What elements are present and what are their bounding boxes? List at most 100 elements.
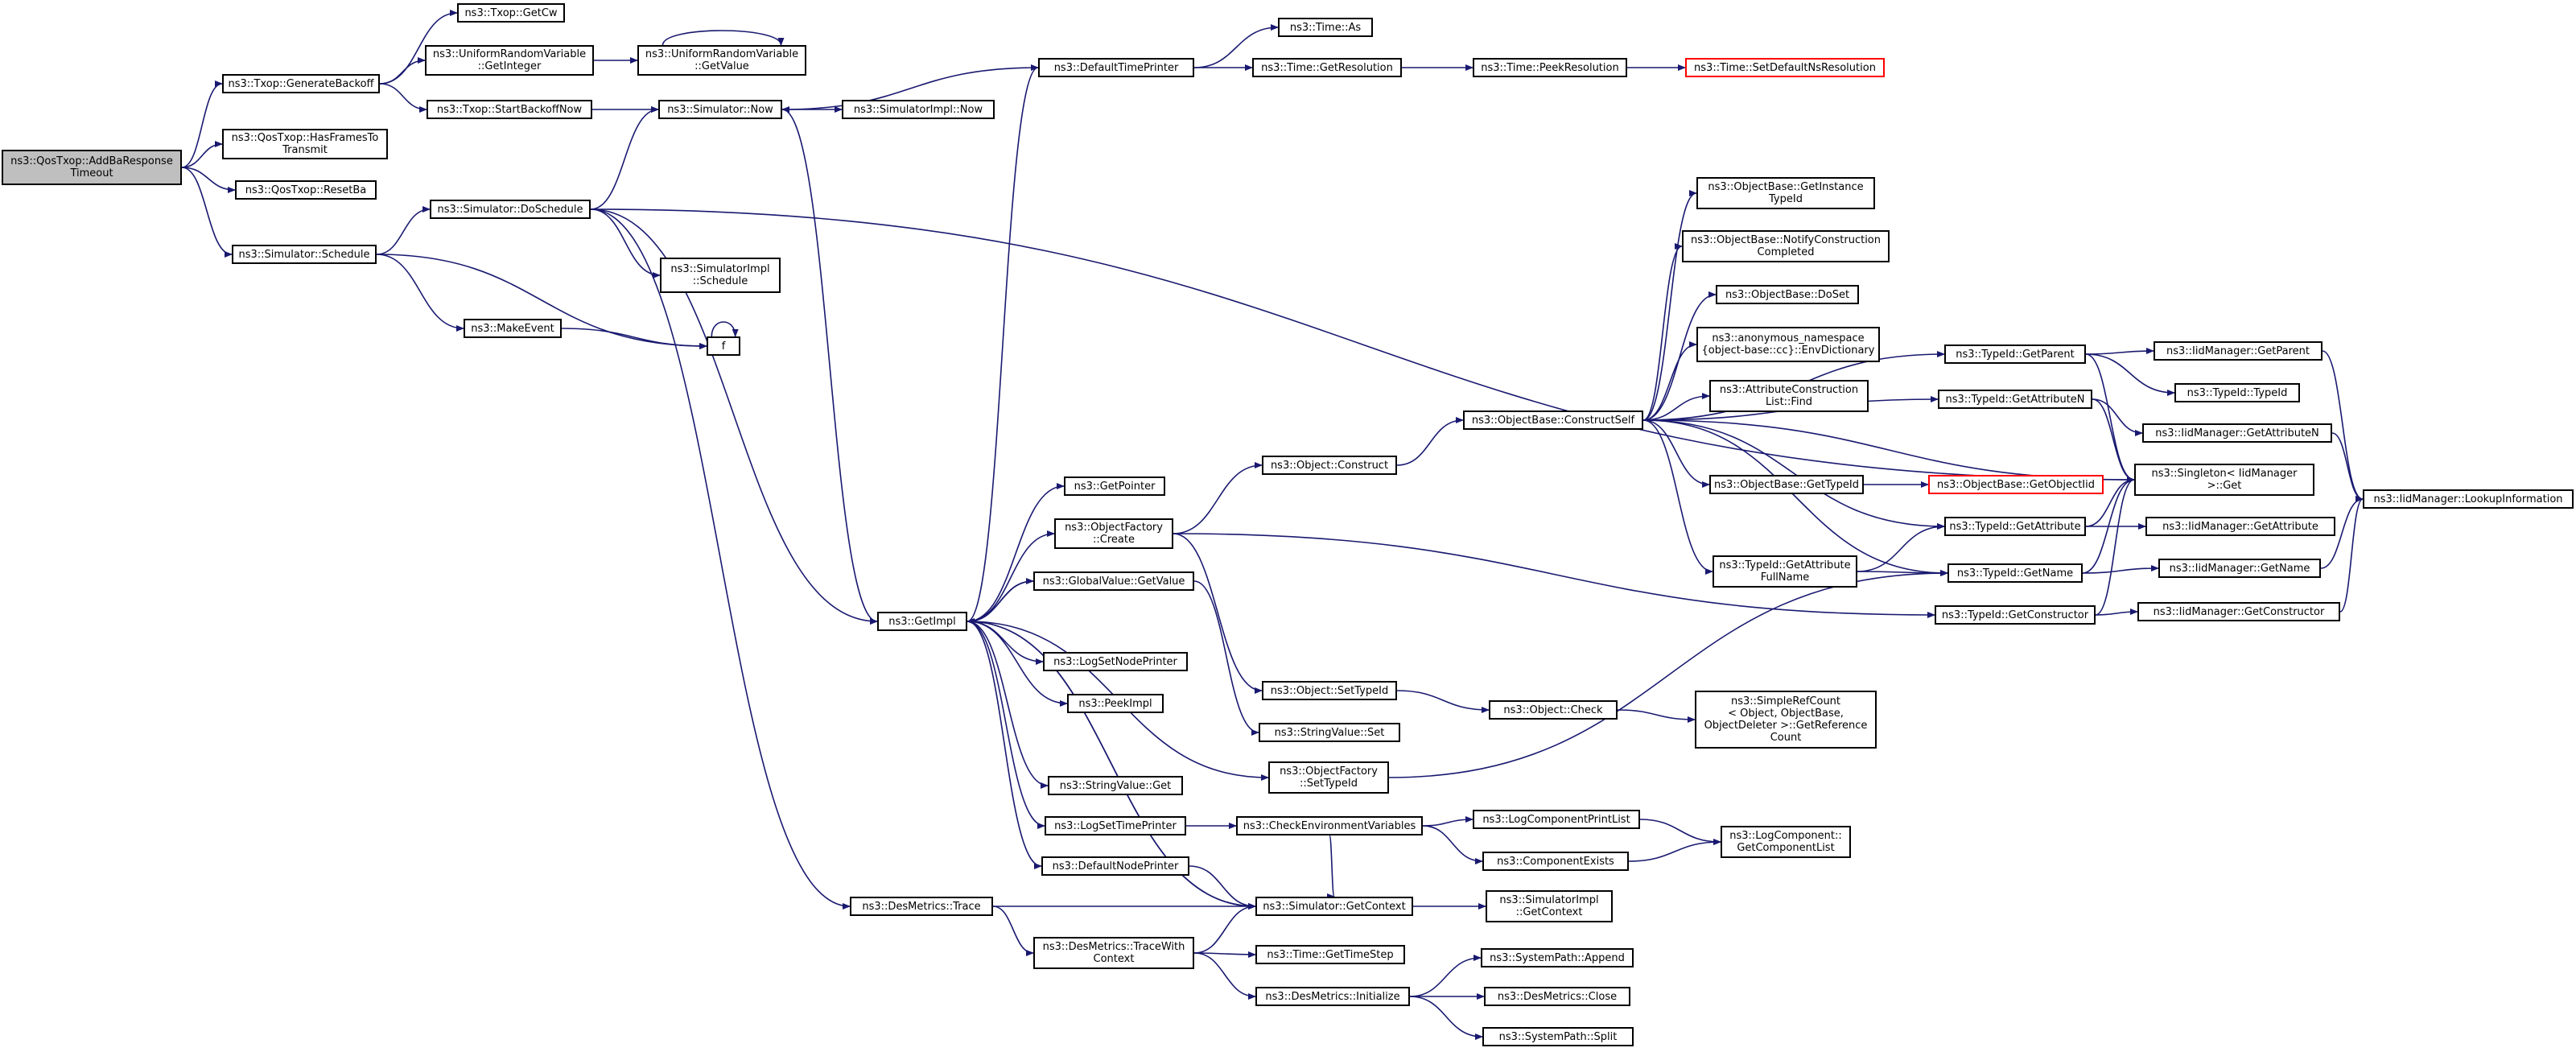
node-componentexists[interactable]: ns3::ComponentExists [1482,852,1629,871]
node-systempath-append[interactable]: ns3::SystemPath::Append [1481,948,1634,967]
node-simimpl-schedule[interactable]: ns3::SimulatorImpl ::Schedule [660,258,781,293]
edge-logcompprintlist-to-logcomp-getlist [1639,819,1721,845]
node-defaultnodeprinter[interactable]: ns3::DefaultNodePrinter [1041,856,1189,876]
node-time-gettimestep[interactable]: ns3::Time::GetTimeStep [1255,945,1405,964]
edge-objbase-constructself-to-singleton-get [1642,419,2135,483]
node-desmetrics-init[interactable]: ns3::DesMetrics::Initialize [1255,987,1410,1006]
node-object-settypeid[interactable]: ns3::Object::SetTypeId [1262,681,1397,700]
node-objbase-gettypeid[interactable]: ns3::ObjectBase::GetTypeId [1709,475,1864,494]
node-sim-schedule[interactable]: ns3::Simulator::Schedule [232,245,377,264]
node-objbase-constructself[interactable]: ns3::ObjectBase::ConstructSelf [1463,410,1643,430]
node-sim-doschedule[interactable]: ns3::Simulator::DoSchedule [430,200,591,219]
edge-typeid-getname-to-iid-getname [2082,565,2159,574]
node-time-peekres[interactable]: ns3::Time::PeekResolution [1473,58,1627,77]
edge-desmetrics-tracewith-to-sim-getcontext [1193,903,1256,954]
node-urv-getvalue[interactable]: ns3::UniformRandomVariable ::GetValue [637,45,806,76]
edge-txop-genbackoff-to-urv-getinteger [379,57,426,85]
node-qos-resetba[interactable]: ns3::QosTxop::ResetBa [235,180,377,200]
node-getimpl[interactable]: ns3::GetImpl [877,612,967,631]
node-simplerefcount[interactable]: ns3::SimpleRefCount < Object, ObjectBase… [1695,691,1877,749]
node-objfactory-settypeid[interactable]: ns3::ObjectFactory ::SetTypeId [1268,761,1389,794]
node-iid-getname[interactable]: ns3::IidManager::GetName [2158,559,2321,578]
node-logcompprintlist[interactable]: ns3::LogComponentPrintList [1473,810,1640,829]
node-time-as[interactable]: ns3::Time::As [1278,18,1373,37]
edge-getimpl-to-objfactory-create [967,530,1055,622]
node-objbase-notify[interactable]: ns3::ObjectBase::NotifyConstruction Comp… [1682,230,1890,262]
node-object-construct[interactable]: ns3::Object::Construct [1262,456,1397,475]
edge-getimpl-to-defaulttimeprinter [967,64,1039,622]
node-defaulttimeprinter[interactable]: ns3::DefaultTimePrinter [1038,58,1194,77]
node-object-check[interactable]: ns3::Object::Check [1489,700,1618,720]
edge-qos-addba-to-sim-schedule [181,167,233,258]
node-stringvalue-get[interactable]: ns3::StringValue::Get [1048,776,1183,795]
edge-desmetrics-init-to-systempath-split [1409,996,1483,1040]
node-qos-hasframes[interactable]: ns3::QosTxop::HasFramesTo Transmit [222,129,388,159]
edge-typeid-getparent-to-singleton-get [2085,353,2135,483]
edge-globalvalue-get-to-getimpl [967,580,1034,625]
node-txop-genbackoff[interactable]: ns3::Txop::GenerateBackoff [222,74,380,93]
node-desmetrics-close[interactable]: ns3::DesMetrics::Close [1484,987,1630,1006]
node-iid-getconstructor[interactable]: ns3::IidManager::GetConstructor [2137,602,2340,621]
node-peekimpl[interactable]: ns3::PeekImpl [1067,694,1164,713]
edge-sim-getcontext-to-getimpl [967,618,1256,907]
node-sim-now[interactable]: ns3::Simulator::Now [658,100,782,119]
edge-objbase-constructself-to-objbase-gettypeid [1642,419,1710,488]
edge-defaulttimeprinter-to-sim-now [781,67,1039,113]
edge-desmetrics-tracewith-to-desmetrics-init [1193,952,1256,1000]
node-iid-lookup[interactable]: ns3::IidManager::LookupInformation [2363,489,2574,509]
edge-object-settypeid-to-object-check [1396,690,1490,713]
node-singleton-get[interactable]: ns3::Singleton< IidManager >::Get [2134,464,2314,496]
node-anon-envdict[interactable]: ns3::anonymous_namespace {object-base::c… [1696,327,1880,362]
node-urv-getinteger[interactable]: ns3::UniformRandomVariable ::GetInteger [425,45,594,76]
node-desmetrics-trace[interactable]: ns3::DesMetrics::Trace [850,897,993,916]
edge-getimpl-to-logsettimeprinter [967,621,1045,829]
edge-componentexists-to-logcomp-getlist [1628,839,1721,862]
node-typeid-getattrfull[interactable]: ns3::TypeId::GetAttribute FullName [1713,555,1857,588]
edge-sim-schedule-to-f [376,254,707,349]
edge-typeid-getparent-to-typeid-typeid [2085,353,2175,396]
node-typeid-getattr[interactable]: ns3::TypeId::GetAttribute [1944,517,2086,536]
node-attrconst-find[interactable]: ns3::AttributeConstruction List::Find [1709,380,1869,412]
node-f[interactable]: f [707,336,740,356]
edge-f-to-f [711,321,739,337]
edge-objbase-constructself-to-objbase-notify [1642,243,1683,421]
node-desmetrics-tracewith[interactable]: ns3::DesMetrics::TraceWith Context [1033,937,1194,969]
node-time-setdefault[interactable]: ns3::Time::SetDefaultNsResolution [1685,58,1885,77]
node-logsetnodeprinter[interactable]: ns3::LogSetNodePrinter [1043,652,1188,671]
edge-typeid-getname-to-singleton-get [2082,476,2135,574]
node-qos-addba[interactable]: ns3::QosTxop::AddBaResponse Timeout [2,150,182,185]
node-typeid-getconstructor[interactable]: ns3::TypeId::GetConstructor [1935,605,2096,625]
node-stringvalue-set[interactable]: ns3::StringValue::Set [1259,723,1400,742]
edge-getimpl-to-stringvalue-get [967,621,1049,789]
node-txop-getcw[interactable]: ns3::Txop::GetCw [457,3,565,23]
node-objbase-getinstance[interactable]: ns3::ObjectBase::GetInstance TypeId [1696,177,1875,209]
node-typeid-getattrn[interactable]: ns3::TypeId::GetAttributeN [1938,390,2092,409]
node-objfactory-create[interactable]: ns3::ObjectFactory ::Create [1054,518,1173,549]
node-objbase-getobjectiid[interactable]: ns3::ObjectBase::GetObjectIid [1928,475,2104,494]
edge-objfactory-create-to-typeid-getconstructor [1173,533,1935,618]
node-iid-getparent[interactable]: ns3::IidManager::GetParent [2154,341,2323,361]
node-txop-startbackoff[interactable]: ns3::Txop::StartBackoffNow [427,100,592,119]
node-logsettimeprinter[interactable]: ns3::LogSetTimePrinter [1045,816,1186,835]
node-typeid-typeid[interactable]: ns3::TypeId::TypeId [2174,383,2300,402]
edge-typeid-getconstructor-to-iid-getconstructor [2095,609,2138,616]
node-getpointer[interactable]: ns3::GetPointer [1064,476,1165,496]
node-time-getres[interactable]: ns3::Time::GetResolution [1252,58,1402,77]
node-simimpl-getcontext[interactable]: ns3::SimulatorImpl ::GetContext [1486,890,1613,922]
edge-getimpl-to-peekimpl [967,621,1068,707]
node-logcomp-getlist[interactable]: ns3::LogComponent:: GetComponentList [1721,826,1851,858]
node-sim-getcontext[interactable]: ns3::Simulator::GetContext [1255,897,1413,916]
node-makeevent[interactable]: ns3::MakeEvent [464,319,562,338]
node-typeid-getname[interactable]: ns3::TypeId::GetName [1947,563,2083,583]
node-iid-getattrn[interactable]: ns3::IidManager::GetAttributeN [2142,423,2332,443]
node-checkenv[interactable]: ns3::CheckEnvironmentVariables [1236,816,1423,835]
node-typeid-getparent[interactable]: ns3::TypeId::GetParent [1944,344,2086,364]
edge-objbase-constructself-to-typeid-getname [1642,419,1948,576]
edge-objbase-constructself-to-typeid-getattr [1642,419,1945,530]
edge-desmetrics-trace-to-desmetrics-tracewith [992,906,1034,956]
node-iid-getattr[interactable]: ns3::IidManager::GetAttribute [2145,517,2335,536]
node-simimpl-now[interactable]: ns3::SimulatorImpl::Now [842,100,995,119]
node-objbase-doset[interactable]: ns3::ObjectBase::DoSet [1716,285,1859,304]
node-globalvalue-get[interactable]: ns3::GlobalValue::GetValue [1033,571,1194,591]
node-systempath-split[interactable]: ns3::SystemPath::Split [1482,1027,1634,1046]
